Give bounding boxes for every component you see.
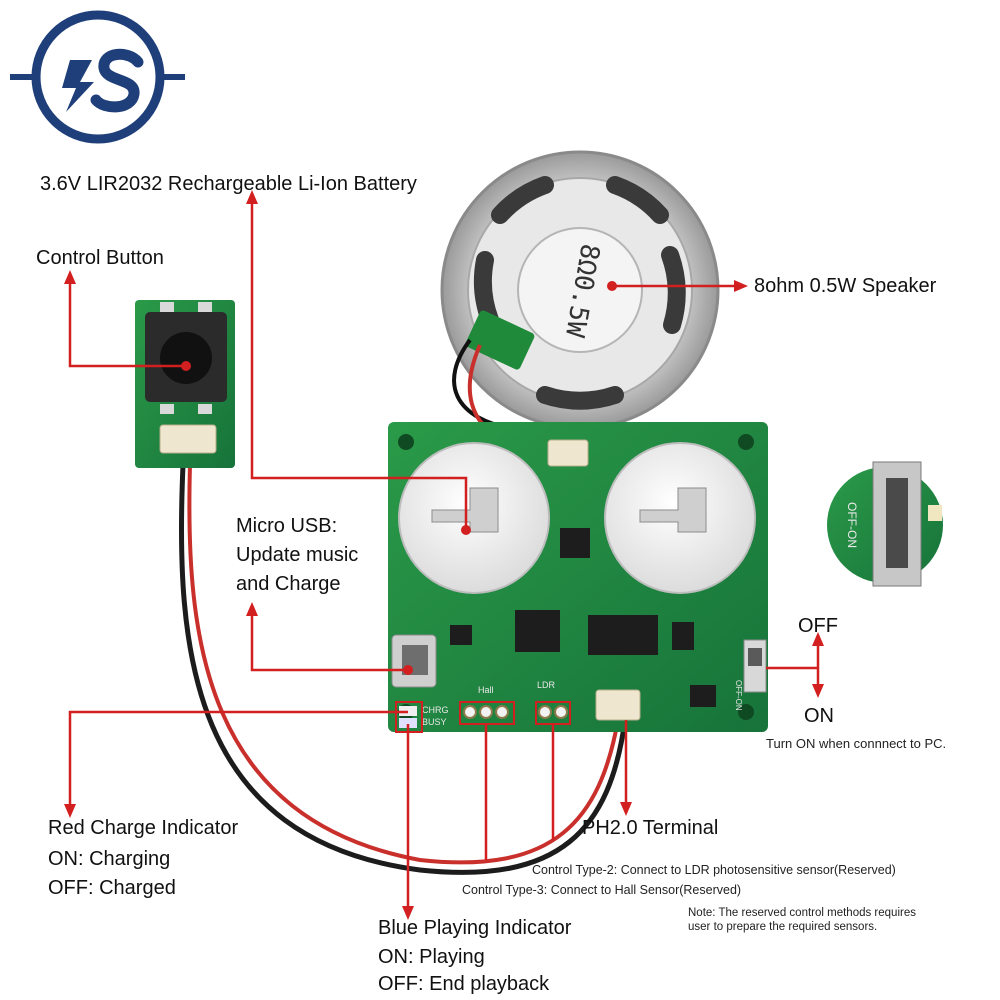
label-micro-usb-3: and Charge <box>236 573 341 595</box>
hall-pad <box>495 705 509 719</box>
control-button-board <box>135 300 235 468</box>
hall-pad <box>479 705 493 719</box>
label-blue-indicator-1: Blue Playing Indicator <box>378 917 572 939</box>
audio-chip <box>588 615 658 655</box>
pointer-dots <box>181 281 617 675</box>
pointer-arrowheads <box>64 190 824 920</box>
silk-busy: BUSY <box>422 717 447 727</box>
label-control-button: Control Button <box>36 247 164 269</box>
ldr-pad <box>538 705 552 719</box>
label-micro-usb-2: Update music <box>236 544 359 566</box>
brand-logo <box>10 10 185 144</box>
speaker: 8Ω0.5W <box>440 150 720 442</box>
label-battery: 3.6V LIR2032 Rechargeable Li-Ion Battery <box>40 173 417 195</box>
label-speaker: 8ohm 0.5W Speaker <box>754 275 937 297</box>
label-red-indicator-1: Red Charge Indicator <box>48 817 239 839</box>
label-control-type-2: Control Type-2: Connect to LDR photosens… <box>532 863 896 877</box>
label-control-type-3: Control Type-3: Connect to Hall Sensor(R… <box>462 883 742 897</box>
main-pcb: CHRG BUSY Hall LDR OFF-ON <box>388 422 768 732</box>
label-note-1: Note: The reserved control methods requi… <box>688 907 916 919</box>
label-note-2: user to prepare the required sensors. <box>688 921 878 933</box>
led-busy <box>399 718 417 728</box>
ldr-pad <box>554 705 568 719</box>
silk-off-on: OFF-ON <box>734 680 743 711</box>
pointer-lines <box>68 200 820 910</box>
label-micro-usb-1: Micro USB: <box>236 515 338 537</box>
button-cable <box>178 464 628 875</box>
label-turn-on-note: Turn ON when connnect to PC. <box>766 736 947 751</box>
highlight-boxes <box>395 701 571 733</box>
label-red-indicator-2: ON: Charging <box>48 848 171 870</box>
label-ph20-terminal: PH2.0 Terminal <box>582 817 719 839</box>
silk-chrg: CHRG <box>422 705 449 715</box>
hall-pad <box>463 705 477 719</box>
label-on: ON <box>804 705 834 727</box>
switch-closeup: OFF-ON <box>827 461 943 587</box>
label-off: OFF <box>798 615 838 637</box>
label-red-indicator-3: OFF: Charged <box>48 877 176 899</box>
ph20-terminal <box>595 689 641 721</box>
label-blue-indicator-2: ON: Playing <box>378 946 485 968</box>
label-blue-indicator-3: OFF: End playback <box>378 973 550 995</box>
closeup-off-on: OFF-ON <box>845 502 859 548</box>
silk-hall: Hall <box>478 685 494 695</box>
silk-ldr: LDR <box>537 680 556 690</box>
